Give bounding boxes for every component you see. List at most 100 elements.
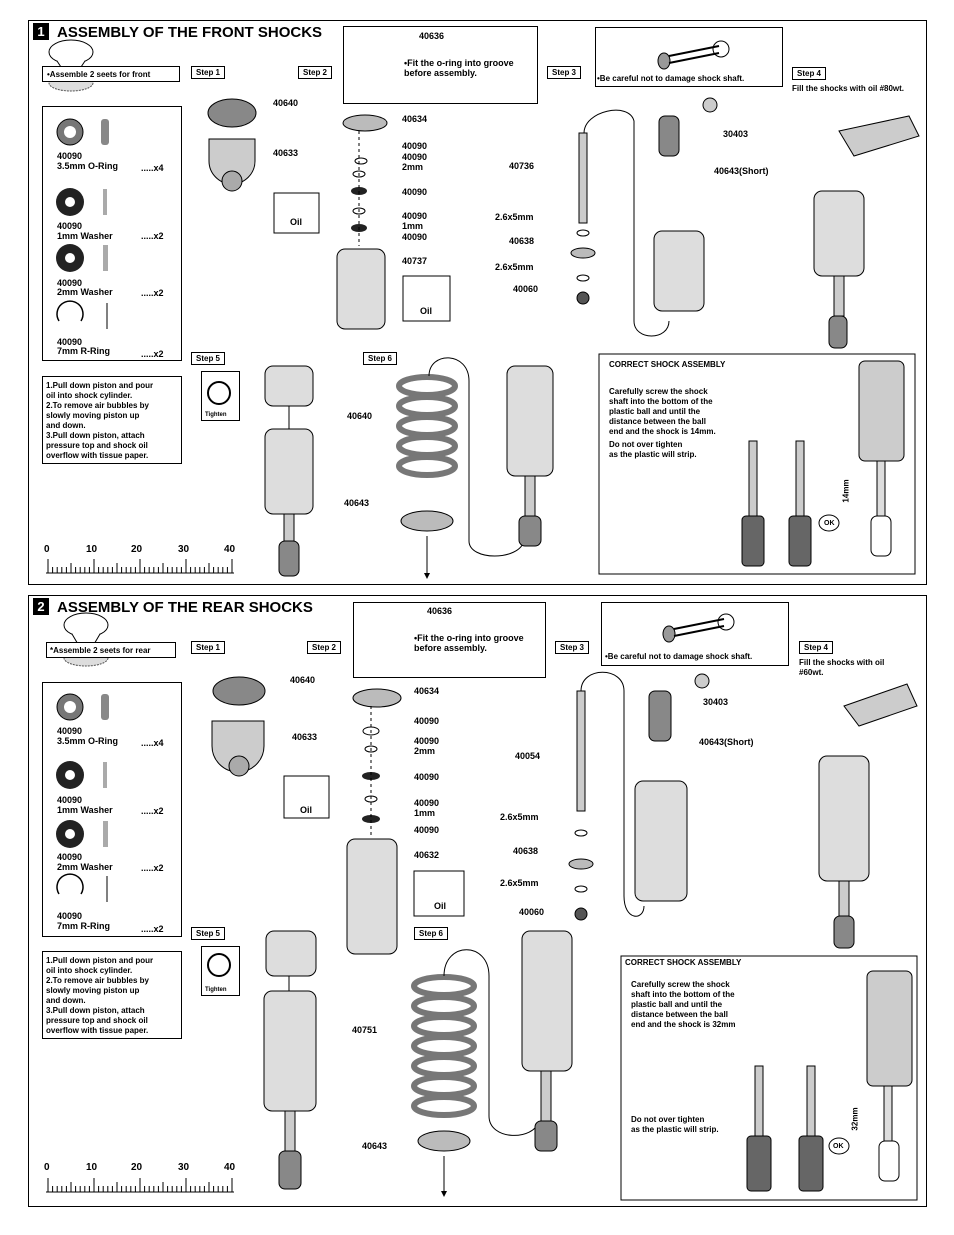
part-label: 40090 (402, 211, 428, 221)
part-label: 40643 (362, 1141, 388, 1151)
part-label: 40060 (513, 284, 539, 294)
section-title: ASSEMBLY OF THE FRONT SHOCKS (57, 24, 323, 41)
part-name: 7mm R-Ring (57, 921, 111, 931)
tighten-label: Tighten (205, 412, 227, 418)
part-qty: .....x2 (141, 349, 164, 359)
measure-label: 32mm (850, 1107, 860, 1131)
step-1-label: Step 1 (191, 641, 226, 654)
part-label: 30403 (703, 697, 729, 707)
ruler-number: 0 (44, 1162, 50, 1173)
part-label: 40636 (427, 606, 453, 616)
ruler-number: 30 (178, 1162, 190, 1173)
part-label: 2.6x5mm (495, 212, 534, 222)
part-code: 40090 (57, 337, 83, 347)
oring-callout (353, 602, 546, 678)
part-label: 40054 (515, 751, 541, 761)
oring-callout-text: •Fit the o-ring into groove before assem… (404, 58, 514, 78)
ruler-number: 40 (224, 544, 236, 555)
part-name: 3.5mm O-Ring (57, 736, 119, 746)
step-1-label: Step 1 (191, 66, 226, 79)
part-label: 40643 (344, 498, 370, 508)
oil-label: Oil (434, 901, 447, 911)
part-label: 40090 (414, 798, 440, 808)
shaft-callout (595, 27, 783, 87)
step-4-label: Step 4 (799, 641, 834, 654)
part-label: 40090 (414, 716, 440, 726)
part-code: 40090 (57, 911, 83, 921)
part-label: 40634 (402, 114, 428, 124)
shaft-callout-text: •Be careful not to damage shock shaft. (605, 652, 753, 661)
rear-drawings (46, 612, 918, 1201)
assemble-note-text: *Assemble 2 seets for rear (50, 646, 151, 655)
measure-label: 14mm (841, 479, 851, 503)
part-label: 40638 (509, 236, 535, 246)
part-qty: .....x4 (141, 163, 164, 173)
part-code: 40090 (57, 726, 83, 736)
part-label: 40751 (352, 1025, 378, 1035)
part-label: 2.6x5mm (495, 262, 534, 272)
part-name: 1mm Washer (57, 805, 113, 815)
part-label: 40090 (414, 772, 440, 782)
instructions-box (42, 951, 182, 1039)
part-label: 40736 (509, 161, 535, 171)
part-label: 40634 (414, 686, 440, 696)
part-label: 40090 (402, 141, 428, 151)
rear-shocks-section: 2 ASSEMBLY OF THE REAR SHOCKS 40636 •Fit… (28, 595, 927, 1207)
tighten-label: Tighten (205, 987, 227, 993)
part-label: 40090 (414, 736, 440, 746)
part-label: 40737 (402, 256, 428, 266)
instructions-text: 1.Pull down piston and pour oil into sho… (46, 381, 154, 460)
correct-warning: Do not over tighten as the plastic will … (631, 1115, 719, 1134)
shaft-callout (601, 602, 789, 666)
part-name: 7mm R-Ring (57, 346, 111, 356)
fill-note: Fill the shocks with oil #80wt. (792, 84, 905, 93)
part-label: 40632 (414, 850, 440, 860)
correct-title: CORRECT SHOCK ASSEMBLY (625, 958, 742, 967)
part-label: 2.6x5mm (500, 812, 539, 822)
section-number: 1 (33, 23, 49, 40)
part-code: 40090 (57, 151, 83, 161)
front-shocks-section: 1 ASSEMBLY OF THE FRONT SHOCKS 40636 •Fi… (28, 20, 927, 585)
part-label: 40636 (419, 31, 445, 41)
part-name: 2mm Washer (57, 862, 113, 872)
part-label: 40090 (402, 187, 428, 197)
ruler-number: 20 (131, 544, 143, 555)
ok-label: OK (833, 1143, 844, 1150)
section-number: 2 (33, 598, 49, 615)
part-name: 3.5mm O-Ring (57, 161, 119, 171)
correct-text: Carefully screw the shock shaft into the… (609, 387, 716, 436)
assemble-note (46, 642, 176, 658)
step-5-label: Step 5 (191, 927, 226, 940)
step-2-label: Step 2 (298, 66, 333, 79)
part-qty: .....x2 (141, 288, 164, 298)
part-label: 40090 (402, 152, 428, 162)
step-3-label: Step 3 (547, 66, 582, 79)
shaft-callout-text: •Be careful not to damage shock shaft. (597, 74, 745, 83)
ruler-number: 10 (86, 1162, 98, 1173)
part-label: 40633 (273, 148, 299, 158)
parts-list (42, 682, 182, 937)
assemble-note (42, 66, 180, 82)
assemble-note-text: •Assemble 2 seets for front (47, 70, 151, 79)
ruler-number: 30 (178, 544, 190, 555)
part-label: 2.6x5mm (500, 878, 539, 888)
part-label: 40633 (292, 732, 318, 742)
oil-label: Oil (290, 217, 303, 227)
step-4-label: Step 4 (792, 67, 827, 80)
instructions-text: 1.Pull down piston and pour oil into sho… (46, 956, 154, 1035)
step-2-label: Step 2 (307, 641, 342, 654)
part-qty: .....x2 (141, 863, 164, 873)
oil-label: Oil (300, 805, 313, 815)
part-code: 40090 (57, 852, 83, 862)
part-qty: .....x4 (141, 738, 164, 748)
correct-text: Carefully screw the shock shaft into the… (631, 980, 736, 1029)
ruler-number: 10 (86, 544, 98, 555)
part-label: 30403 (723, 129, 749, 139)
tighten-box (201, 371, 240, 421)
section-title: ASSEMBLY OF THE REAR SHOCKS (57, 599, 313, 616)
part-label: 40090 (414, 825, 440, 835)
ruler-number: 0 (44, 544, 50, 555)
step-5-label: Step 5 (191, 352, 226, 365)
ruler-number: 40 (224, 1162, 236, 1173)
part-label: 40640 (347, 411, 373, 421)
